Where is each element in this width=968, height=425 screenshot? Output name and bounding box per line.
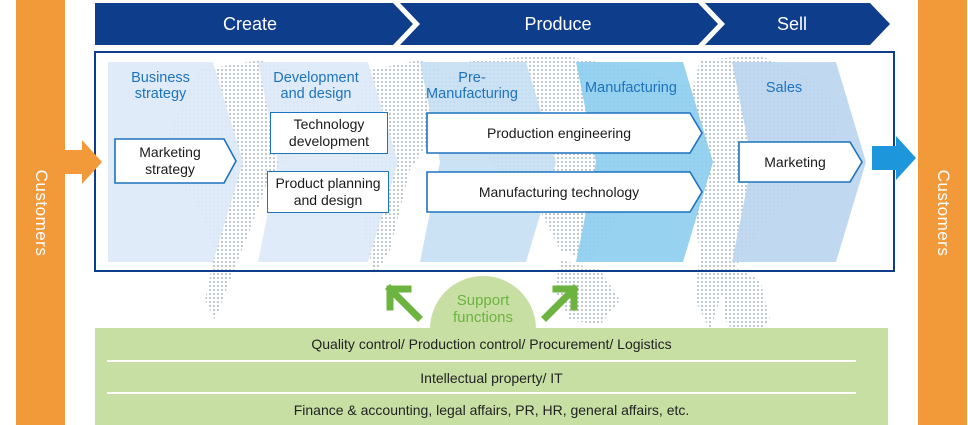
manufacturing-technology-box: Manufacturing technology xyxy=(426,171,704,213)
customers-left-label: Customers xyxy=(31,169,51,256)
stage-pre-manufacturing-title: Pre-Manufacturing xyxy=(426,70,518,102)
manufacturing-technology-label: Manufacturing technology xyxy=(478,183,640,200)
customers-right-bar: Customers xyxy=(918,0,967,425)
phase-sell-chevron xyxy=(705,3,890,45)
technology-development-box: Technology development xyxy=(270,112,388,154)
support-divider xyxy=(107,360,856,362)
support-arrow-right-icon xyxy=(541,284,579,322)
marketing-box: Marketing xyxy=(738,141,864,183)
support-row-finance: Finance & accounting, legal affairs, PR,… xyxy=(293,402,690,418)
stage-business-strategy-title: Business strategy xyxy=(131,70,190,102)
marketing-strategy-label: Marketing strategy xyxy=(139,144,201,177)
support-functions-label: Support functions xyxy=(452,292,514,326)
production-engineering-label: Production engineering xyxy=(487,124,631,141)
phase-produce-label: Produce xyxy=(524,14,592,34)
customers-left-bar: Customers xyxy=(16,0,65,425)
stage-sales-title: Sales xyxy=(765,80,803,96)
production-engineering-box: Production engineering xyxy=(426,112,704,154)
stage-development-title: Development and design xyxy=(273,70,359,102)
support-row-quality: Quality control/ Production control/ Pro… xyxy=(311,336,672,352)
product-planning-box: Product planning and design xyxy=(267,171,389,213)
marketing-label: Marketing xyxy=(764,153,826,170)
support-row-ip-it: Intellectual property/ IT xyxy=(420,370,563,386)
product-planning-label: Product planning and design xyxy=(275,175,381,208)
customers-right-label: Customers xyxy=(933,169,953,256)
support-arrow-left-icon xyxy=(385,284,423,322)
phase-sell-label: Sell xyxy=(776,14,807,34)
technology-development-label: Technology development xyxy=(288,116,370,149)
phase-header xyxy=(95,3,890,46)
stage-manufacturing-title: Manufacturing xyxy=(585,80,677,96)
marketing-strategy-box: Marketing strategy xyxy=(114,138,238,184)
phase-produce-chevron xyxy=(400,3,718,45)
output-arrow xyxy=(872,136,916,180)
support-functions-band: Quality control/ Production control/ Pro… xyxy=(95,328,888,425)
phase-create-label: Create xyxy=(222,14,278,34)
input-arrow xyxy=(64,140,102,184)
phase-create-chevron xyxy=(95,3,413,45)
support-divider xyxy=(107,392,856,394)
